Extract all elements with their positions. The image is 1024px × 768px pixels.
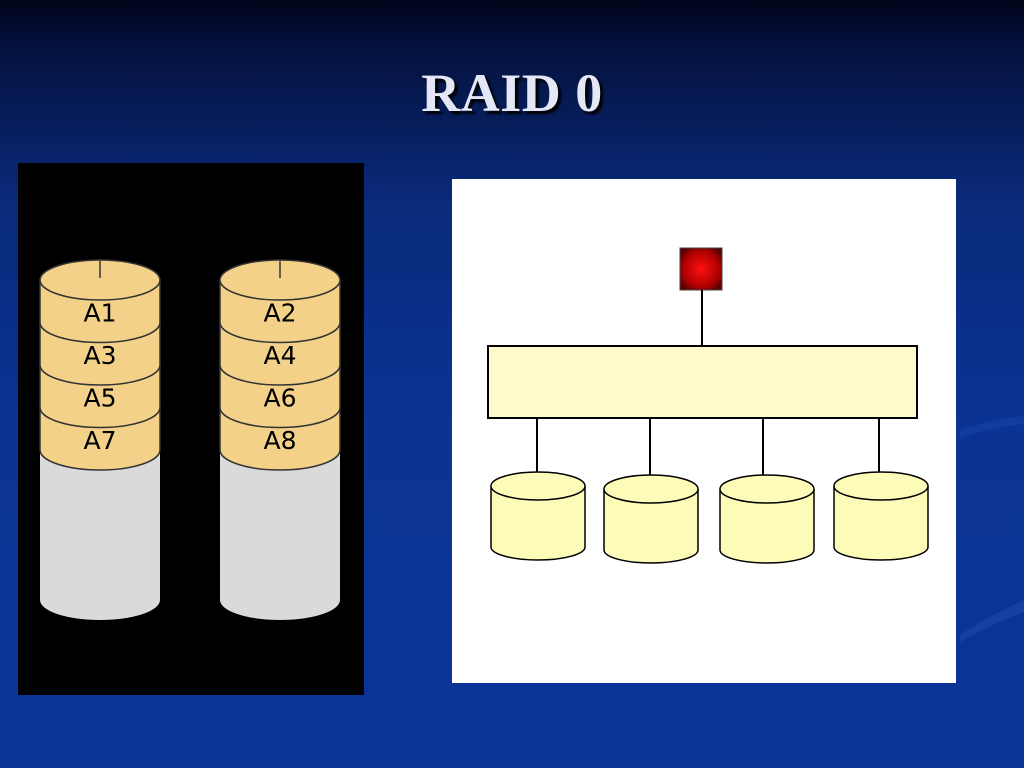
disk-top-cap <box>39 259 161 301</box>
block-label: A5 <box>83 383 116 412</box>
disk-top-cap <box>219 259 341 301</box>
block-label: A3 <box>83 341 116 370</box>
disk-cylinder <box>603 474 699 564</box>
block-label: A7 <box>83 426 116 455</box>
host-node <box>679 247 723 291</box>
disk-cylinder <box>833 471 929 561</box>
slide-title: RAID 0 <box>421 63 603 123</box>
disk-cylinder <box>719 474 815 564</box>
block-label: A8 <box>263 426 296 455</box>
block-label: A2 <box>263 298 296 327</box>
disk-cylinder <box>490 471 586 561</box>
raid0-controller-diagram <box>452 179 956 683</box>
disk-empty-space <box>40 450 160 620</box>
block-label: A6 <box>263 383 296 412</box>
block-label: A4 <box>263 341 296 370</box>
disk-empty-space <box>220 450 340 620</box>
block-label: A1 <box>83 298 116 327</box>
raid-controller-box <box>487 345 918 419</box>
